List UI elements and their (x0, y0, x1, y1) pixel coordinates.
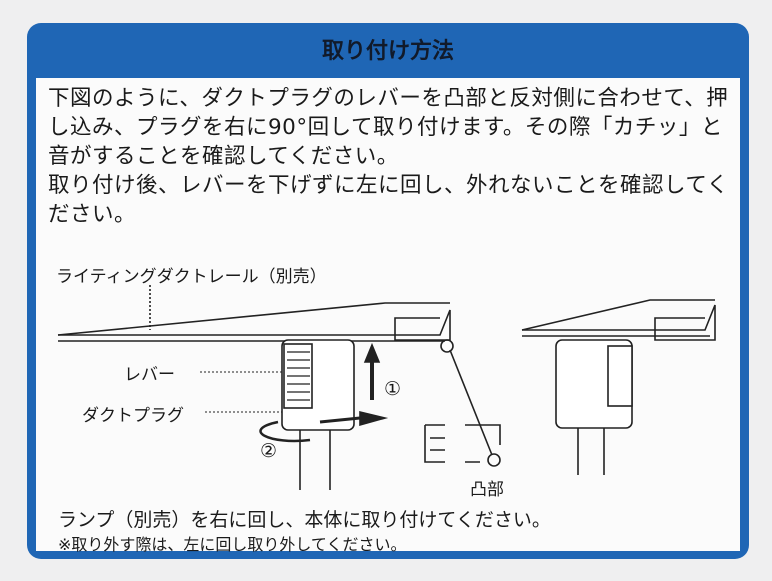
duct-rail-left (57, 285, 451, 342)
duct-plug (259, 339, 389, 490)
instruction-2: 取り付け後、レバーを下げずに左に回し、外れないことを確認してください。 (48, 173, 729, 227)
rail-label: ライティングダクトレール（別売） (56, 267, 327, 287)
plug-label: ダクトプラグ (82, 406, 184, 426)
protrusion-label: 凸部 (470, 480, 504, 500)
removal-note: ※取り外す際は、左に回し取り外してください。 (58, 535, 407, 554)
instruction-panel: 取り付け方法 (27, 23, 749, 559)
instruction-1: 下図のように、ダクトプラグのレバーを凸部と反対側に合わせて、押し込み、プラグを右… (48, 86, 729, 169)
panel-body (36, 78, 740, 551)
lever-label: レバー (124, 365, 175, 385)
panel-title: 取り付け方法 (321, 39, 454, 64)
lamp-note: ランプ（別売）を右に回し、本体に取り付けてください。 (58, 509, 551, 531)
instructions-text: 下図のように、ダクトプラグのレバーを凸部と反対側に合わせて、押し込み、プラグを右… (48, 84, 738, 229)
duct-rail-right (521, 299, 716, 475)
step-2-marker: ② (260, 440, 278, 462)
protrusion-detail (424, 339, 501, 467)
step-1-marker: ① (384, 378, 402, 400)
